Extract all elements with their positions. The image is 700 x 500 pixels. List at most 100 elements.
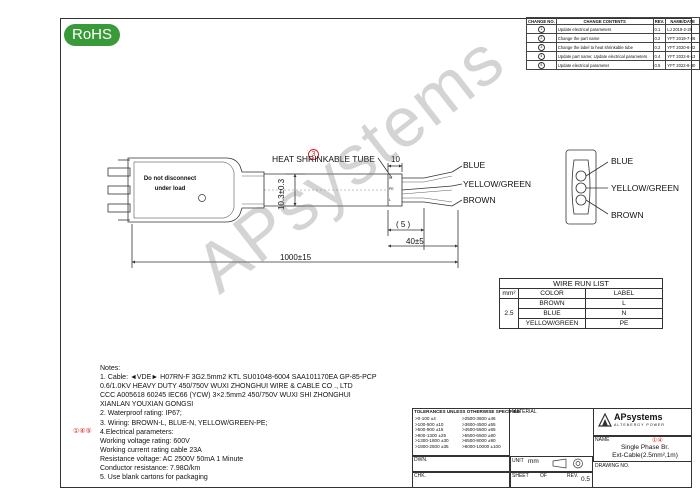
end-view-pin [575, 170, 587, 182]
tolerance-box [412, 408, 510, 456]
wire-label-brown: BROWN [463, 195, 496, 205]
end-view-label-yellow-green: YELLOW/GREEN [611, 183, 680, 193]
apsystems-logo-icon [598, 413, 612, 427]
note-line: Resistance voltage: AC 2500V 50mA 1 Minu… [100, 455, 244, 463]
connector-pin [107, 167, 131, 177]
note-line: 1. Cable: ◄VDE► H07RN-F 3G2.5mm2 KTL SU0… [100, 374, 377, 382]
wire-blue [402, 171, 453, 179]
wire-run-section: 2.5 [499, 298, 519, 329]
rev-no: 5 [537, 61, 545, 69]
wire-run-label: PE [585, 318, 663, 329]
notes-change-markers: ①④⑤ [73, 428, 92, 435]
connector-warning-text: Do not disconnect under load [143, 176, 197, 192]
tolerance-item: >500-900 ±15 [415, 427, 444, 433]
sheet-box [510, 472, 593, 488]
of-label: OF [540, 473, 547, 479]
end-view-pin [575, 182, 587, 194]
connector-inner [133, 161, 235, 219]
rev-name-date: YFT 2022-8-30 [665, 60, 700, 70]
rev-label: REV. [567, 473, 579, 479]
dim-1000: 1000±15 [280, 253, 312, 262]
wire-run-unit: mm² [499, 288, 519, 299]
projection-symbol-icon [552, 458, 583, 469]
note-line: 0.6/1.0KV HEAVY DUTY 450/750V WUXI ZHONG… [100, 383, 353, 391]
tolerance-header: TOLERANCES UNLESS OTHERWISE SPECIFIED [414, 409, 521, 414]
tolerance-item: >8000-10000 ±100 [462, 443, 501, 449]
connector-pin [107, 185, 131, 195]
dim-5: ( 5 ) [396, 220, 411, 229]
part-name-line-1: Single Phase Br. [620, 444, 670, 451]
wire-run-header-label: LABEL [585, 288, 663, 299]
company-name: APsystems [614, 412, 663, 422]
chk-box [412, 472, 510, 488]
notes-block: Notes: 1. Cable: ◄VDE► H07RN-F 3G2.5mm2 … [100, 364, 377, 482]
connector-pin [107, 203, 131, 213]
tolerance-item: >1800-2500 ±35 [415, 443, 449, 449]
name-change-markers: ①④ [652, 438, 663, 444]
table-row: YELLOW/GREEN PE [500, 318, 663, 329]
end-view-label-brown: BROWN [611, 210, 644, 220]
unit-value: mm [528, 458, 539, 465]
material-label: MATERIAL [512, 409, 537, 415]
unit-box [510, 456, 593, 472]
wire-run-color: BROWN [518, 298, 586, 309]
tolerance-column-left: >0-100 ±4 >100-500 ±10 >500-900 ±15 >900… [415, 416, 449, 450]
end-view-pin [575, 194, 587, 206]
wire-brown [402, 201, 453, 207]
wire-label-blue: BLUE [463, 160, 486, 170]
wire-run-color: YELLOW/GREEN [518, 318, 586, 329]
company-tagline: ALTENERGY POWER [614, 423, 666, 427]
end-view-socket [571, 159, 591, 215]
end-view-label-blue: BLUE [611, 156, 634, 166]
rev-no: 2 [537, 34, 545, 42]
rev-no: 4 [537, 52, 545, 60]
tolerance-item: >100-500 ±10 [415, 421, 444, 427]
tolerance-item: >6500-8000 ±90 [462, 438, 496, 444]
wire-run-color: BLUE [518, 308, 586, 319]
rohs-logo: RoHS [64, 24, 120, 46]
name-label: NAME [595, 437, 610, 443]
tolerance-item: >0-100 ±4 [415, 416, 436, 421]
table-row: 2.5 BROWN L [499, 298, 663, 329]
note-line: Conductor resistance: 7.98Ω/km [100, 465, 201, 473]
connector-body [127, 157, 265, 223]
wire-run-label: N [585, 308, 663, 319]
note-line: Working current rating cable 23A [100, 446, 202, 454]
tolerance-item: >4500-5500 ±65 [462, 427, 496, 433]
rev-content: Update electrical parameter [555, 60, 654, 70]
wire-run-title: WIRE RUN LIST [499, 278, 663, 289]
revision-table: CHANGE NO. CHANGE CONTENTS REV. NAME/DAT… [526, 17, 700, 70]
wire-yellow-green [401, 185, 453, 191]
rev-no: 3 [537, 43, 545, 51]
tolerance-column-right: >2500-3600 ±46 >3600-4500 ±55 >4500-5500… [462, 416, 501, 450]
table-row: BLUE N [500, 308, 663, 319]
tolerance-item: >900-1300 ±25 [415, 432, 447, 438]
drawn-label: DWN. [414, 457, 428, 463]
unit-label: UNIT [512, 458, 524, 464]
tolerance-item: >2500-3600 ±46 [462, 416, 496, 421]
tube-mark-pe: PE [389, 187, 394, 191]
drawing-no-label: DRAWING NO. [595, 463, 630, 469]
end-view-outline [565, 149, 597, 225]
note-line: 3. Wiring: BROWN-L, BLUE-N, YELLOW/GREEN… [100, 419, 268, 427]
note-line: Working voltage rating: 600V [100, 437, 190, 445]
tube-mark-l: L [389, 198, 391, 202]
dim-40: 40±5 [406, 237, 424, 246]
dim-10: 10 [391, 155, 400, 164]
rev-value: 0.5 [581, 476, 591, 483]
part-name-line-2: Ext-Cable(2.5mm²,1m) [612, 452, 678, 459]
dwn-box [412, 456, 510, 472]
heat-shrink-label: HEAT SHRINKABLE TUBE [272, 154, 375, 164]
note-line: 2. Waterproof rating: IP67; [100, 410, 182, 418]
note-line: 4.Electrical parameters: [100, 428, 174, 436]
tube-mark-n: N [389, 176, 392, 180]
check-label: CHK. [414, 473, 426, 479]
tolerance-item: >5500-6500 ±80 [462, 432, 496, 438]
wire-run-header-color: COLOR [518, 288, 586, 299]
sheet-label: SHEET [512, 473, 529, 479]
drawing-frame [60, 18, 692, 488]
rev-no: 1 [537, 25, 545, 33]
tolerance-item: >1300-1800 ±30 [415, 438, 449, 444]
notes-title: Notes: [100, 365, 121, 372]
